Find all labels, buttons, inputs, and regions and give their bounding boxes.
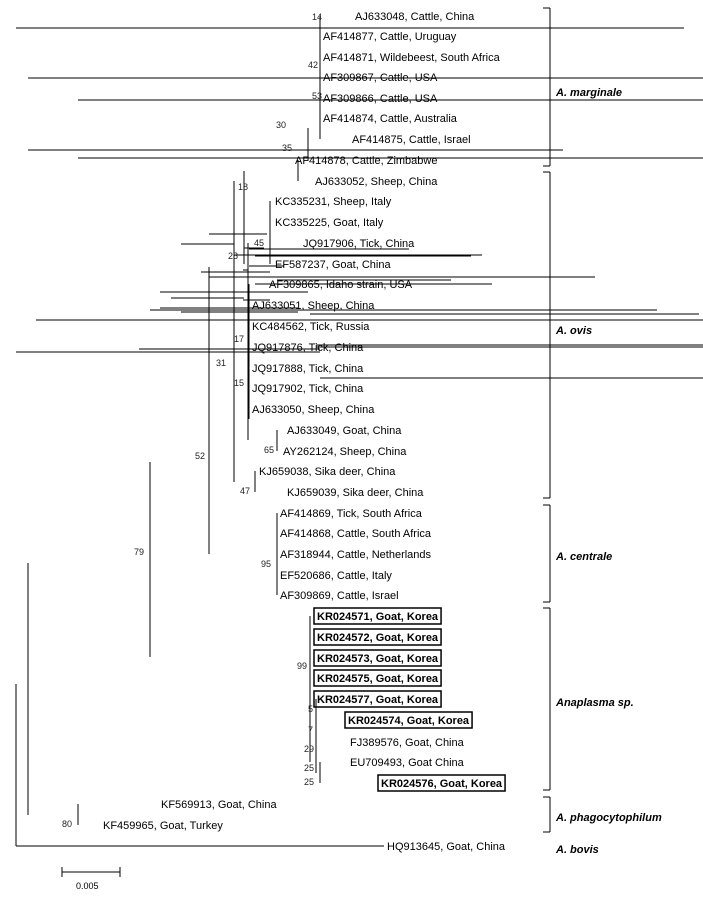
bootstrap-value: 80 [62, 819, 72, 829]
taxon-label: AF414875, Cattle, Israel [352, 134, 471, 146]
bootstrap-value: 17 [234, 334, 244, 344]
taxon-label: EU709493, Goat China [350, 757, 465, 769]
taxon-label: AF309869, Cattle, Israel [280, 590, 399, 602]
bootstrap-value: 42 [308, 60, 318, 70]
taxon-label: KR024577, Goat, Korea [317, 694, 439, 706]
taxon-label: AJ633049, Goat, China [287, 425, 402, 437]
group-labels: A. marginale A. ovis A. centraleAnaplasma … [555, 87, 662, 856]
taxon-label: KF459965, Goat, Turkey [103, 820, 223, 832]
taxon-label: KR024572, Goat, Korea [317, 632, 439, 644]
bootstrap-value: 15 [234, 378, 244, 388]
bootstrap-value: 7 [308, 725, 313, 735]
taxon-label: JQ917876, Tick, China [252, 342, 364, 354]
highlight-box [377, 774, 506, 792]
taxon-label: JQ917906, Tick, China [303, 238, 415, 250]
bootstrap-value: 25 [304, 777, 314, 787]
taxon-label: AF309865, Idaho strain, USA [269, 279, 413, 291]
group-label: Anaplasma sp. [555, 697, 634, 709]
bootstrap-value: 53 [312, 91, 322, 101]
taxon-label: KR024575, Goat, Korea [317, 673, 439, 685]
taxon-label: EF520686, Cattle, Italy [280, 570, 392, 582]
taxon-label: KR024574, Goat, Korea [348, 715, 470, 727]
taxon-label: AJ633052, Sheep, China [315, 176, 438, 188]
highlight-box [313, 669, 442, 687]
taxon-label: KJ659039, Sika deer, China [287, 487, 424, 499]
taxon-label: KJ659038, Sika deer, China [259, 466, 396, 478]
taxon-label: AF318944, Cattle, Netherlands [280, 549, 432, 561]
bootstrap-value: 14 [312, 12, 322, 22]
bootstrap-value: 30 [276, 120, 286, 130]
highlight-box [313, 649, 442, 667]
group-label: A. bovis [555, 844, 599, 856]
taxon-label: AF309867, Cattle, USA [323, 72, 438, 84]
taxon-label: EF587237, Goat, China [275, 259, 391, 271]
group-label: A. centrale [555, 551, 612, 563]
bootstrap-value: 45 [254, 238, 264, 248]
highlight-box [313, 628, 442, 646]
bootstrap-values: 14 42 53 30 35 18 45 28 17 15 65 31 47 52 95 79 99 5 7 29 25… [62, 12, 322, 829]
taxon-label: AF309866, Cattle, USA [323, 93, 438, 105]
bootstrap-value: 35 [282, 143, 292, 153]
group-label: A. ovis [555, 325, 592, 337]
bootstrap-value: 95 [261, 559, 271, 569]
taxon-boxes [313, 607, 506, 792]
taxon-label: KR024576, Goat, Korea [381, 778, 503, 790]
scale-bar: 0.005 [61, 867, 121, 891]
taxon-label: AJ633048, Cattle, China [355, 11, 475, 23]
taxon-label: KC484562, Tick, Russia [252, 321, 370, 333]
bootstrap-value: 65 [264, 445, 274, 455]
group-brackets [543, 7, 551, 833]
taxon-label: AF414877, Cattle, Uruguay [323, 31, 457, 43]
taxon-label: KR024573, Goat, Korea [317, 653, 439, 665]
bootstrap-value: 31 [216, 358, 226, 368]
highlight-box [344, 711, 473, 729]
highlight-box [313, 607, 442, 625]
taxon-label: AF414868, Cattle, South Africa [280, 528, 432, 540]
bootstrap-value: 79 [134, 547, 144, 557]
taxon-label: AF414874, Cattle, Australia [323, 113, 458, 125]
taxon-label: AF414878, Cattle, Zimbabwe [295, 155, 437, 167]
bootstrap-value: 25 [304, 763, 314, 773]
taxon-label: AF414871, Wildebeest, South Africa [323, 52, 501, 64]
bootstrap-value: 5 [308, 704, 313, 714]
taxon-label: AJ633050, Sheep, China [252, 404, 375, 416]
taxon-label: AY262124, Sheep, China [283, 446, 407, 458]
group-label: A. phagocytophilum [555, 812, 662, 824]
bootstrap-value: 18 [238, 182, 248, 192]
bootstrap-value: 47 [240, 486, 250, 496]
taxon-label: HQ913645, Goat, China [387, 841, 506, 853]
taxon-label: KC335225, Goat, Italy [275, 217, 384, 229]
taxon-label: KR024571, Goat, Korea [317, 611, 439, 623]
taxon-label: JQ917888, Tick, China [252, 363, 364, 375]
bootstrap-value: 28 [228, 251, 238, 261]
taxon-label: FJ389576, Goat, China [350, 737, 465, 749]
taxon-label: KC335231, Sheep, Italy [275, 196, 392, 208]
taxon-label: JQ917902, Tick, China [252, 383, 364, 395]
taxon-label: AJ633051, Sheep, China [252, 300, 375, 312]
bootstrap-value: 29 [304, 744, 314, 754]
bootstrap-value: 99 [297, 661, 307, 671]
scale-bar-label: 0.005 [76, 881, 99, 891]
group-label: A. marginale [555, 87, 622, 99]
bootstrap-value: 52 [195, 451, 205, 461]
taxon-label: AF414869, Tick, South Africa [280, 508, 423, 520]
branches [15, 16, 703, 847]
taxon-label: KF569913, Goat, China [161, 799, 277, 811]
highlight-box [313, 690, 442, 708]
